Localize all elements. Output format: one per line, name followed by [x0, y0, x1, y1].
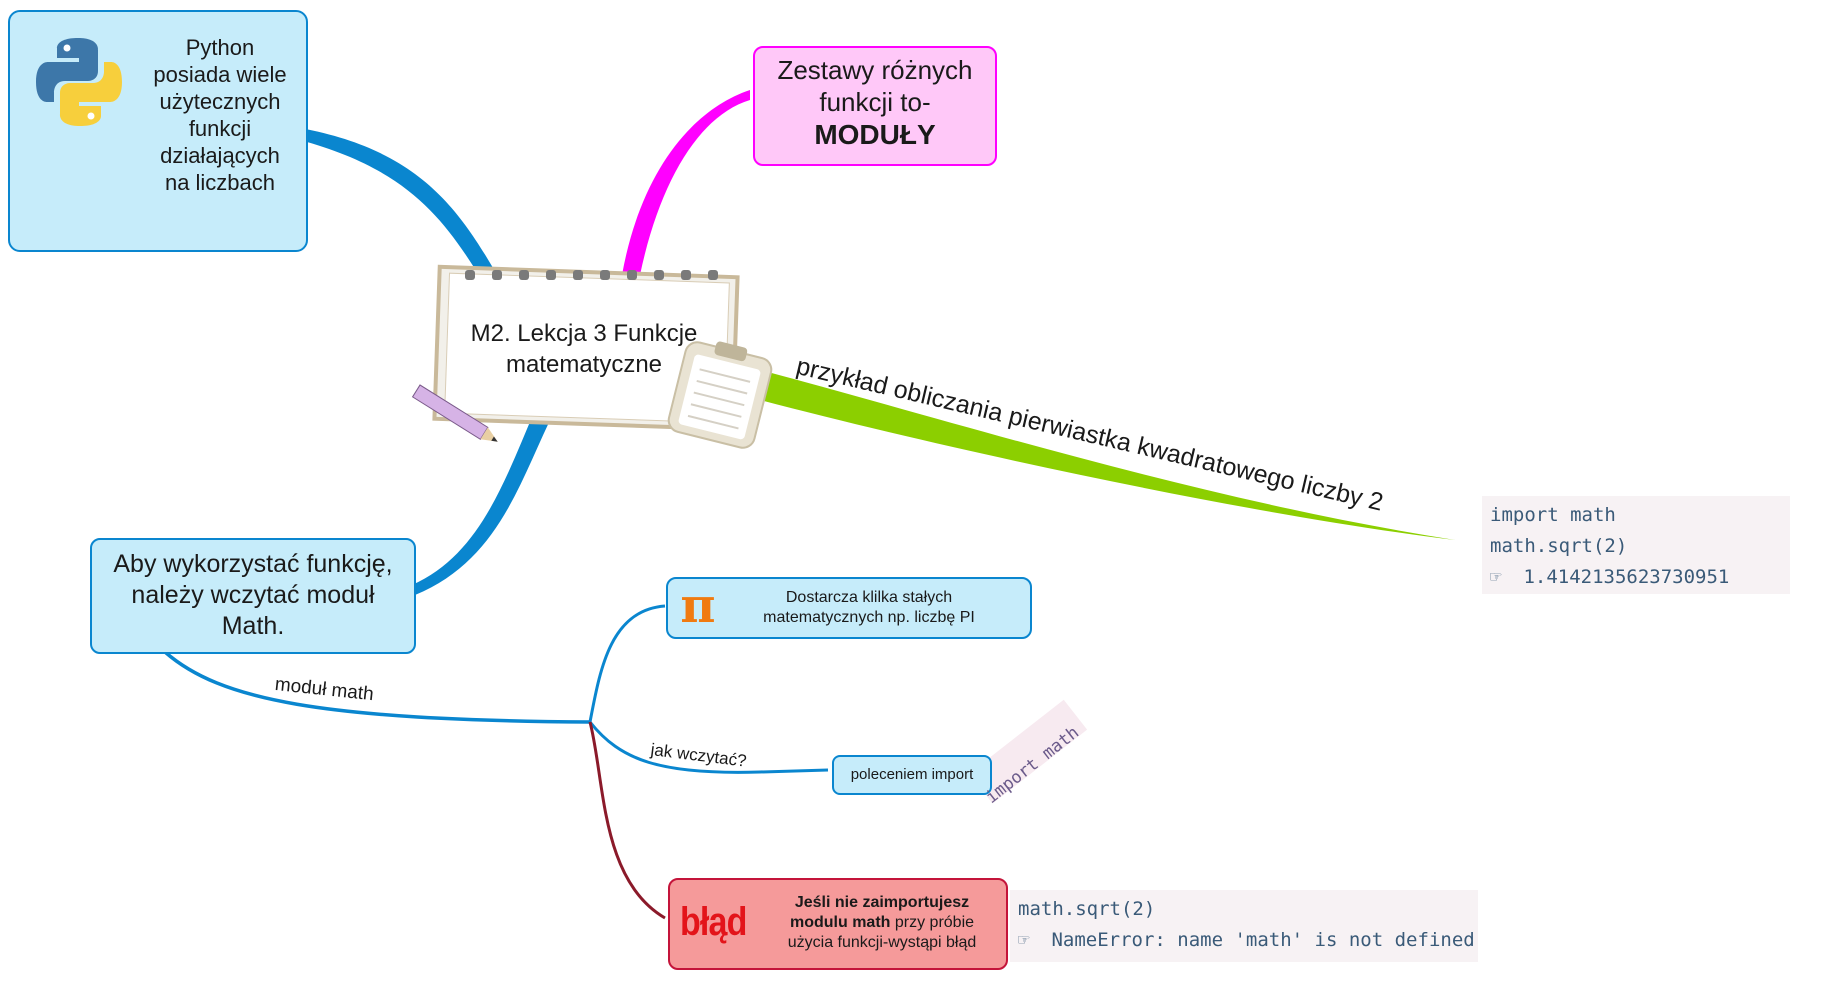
branch-import [588, 721, 829, 774]
error-code-block: math.sqrt(2) ☞ NameError: name 'math' is… [1010, 890, 1478, 962]
error-node-rest: przy próbie użycia funkcji-wystąpi błąd [787, 914, 977, 951]
error-code-message: NameError: name 'math' is not defined [1051, 929, 1475, 951]
code-line-import: import math [1490, 504, 1616, 526]
modules-node[interactable]: Zestawy różnych funkcji to- MODUŁY [753, 46, 997, 166]
branch-module-math [163, 650, 591, 724]
modules-line1: Zestawy różnych [777, 55, 973, 85]
error-node[interactable]: błąd Jeśli nie zaimportujesz modulu math… [668, 878, 1008, 970]
code-result-value: 1.4142135623730951 [1523, 566, 1730, 588]
use-math-label: Aby wykorzystać funkcję, należy wczytać … [113, 550, 393, 640]
error-code-line-sqrt: math.sqrt(2) [1018, 898, 1156, 920]
branch-error [588, 721, 666, 920]
error-node-text: Jeśli nie zaimportujesz modulu math przy… [772, 893, 992, 953]
central-topic[interactable]: M2. Lekcja 3 Funkcje matematyczne [448, 318, 720, 380]
sqrt-code-block: import math math.sqrt(2) ☞ 1.41421356237… [1482, 496, 1790, 594]
thumb-pointer-icon: ☞ [1018, 929, 1030, 951]
python-node-label: Python posiada wiele użytecznych funkcji… [153, 35, 287, 195]
use-math-node[interactable]: Aby wykorzystać funkcję, należy wczytać … [90, 538, 416, 654]
pi-node[interactable]: π Dostarcza klilka stałych matematycznyc… [666, 577, 1032, 639]
error-code-line-error: ☞ NameError: name 'math' is not defined [1018, 925, 1475, 956]
python-node[interactable]: Python posiada wiele użytecznych funkcji… [8, 10, 308, 252]
central-topic-label: M2. Lekcja 3 Funkcje matematyczne [470, 320, 698, 378]
import-node-label: poleceniem import [850, 766, 974, 783]
pi-node-label: Dostarcza klilka stałych matematycznych … [763, 589, 975, 626]
pencil-icon [411, 384, 498, 442]
modules-line2: funkcji to- [819, 87, 931, 117]
code-line-result: ☞ 1.4142135623730951 [1490, 562, 1782, 593]
clipboard-icon [667, 341, 773, 449]
import-node[interactable]: poleceniem import [832, 755, 992, 795]
python-logo-icon [34, 36, 124, 128]
error-node-bold: Jeśli nie zaimportujesz modulu math [789, 894, 970, 931]
branch-use [412, 410, 555, 595]
code-line-sqrt: math.sqrt(2) [1490, 535, 1628, 557]
branch-pi [588, 604, 666, 723]
thumb-pointer-icon: ☞ [1490, 566, 1502, 588]
import-tag-bg [969, 699, 1088, 804]
modules-line3: MODUŁY [814, 119, 936, 150]
pi-icon: π [680, 578, 716, 634]
branch-python [300, 128, 500, 285]
notepad-icon [432, 264, 740, 432]
branch-modules [622, 90, 750, 275]
error-icon: błąd [680, 900, 747, 944]
